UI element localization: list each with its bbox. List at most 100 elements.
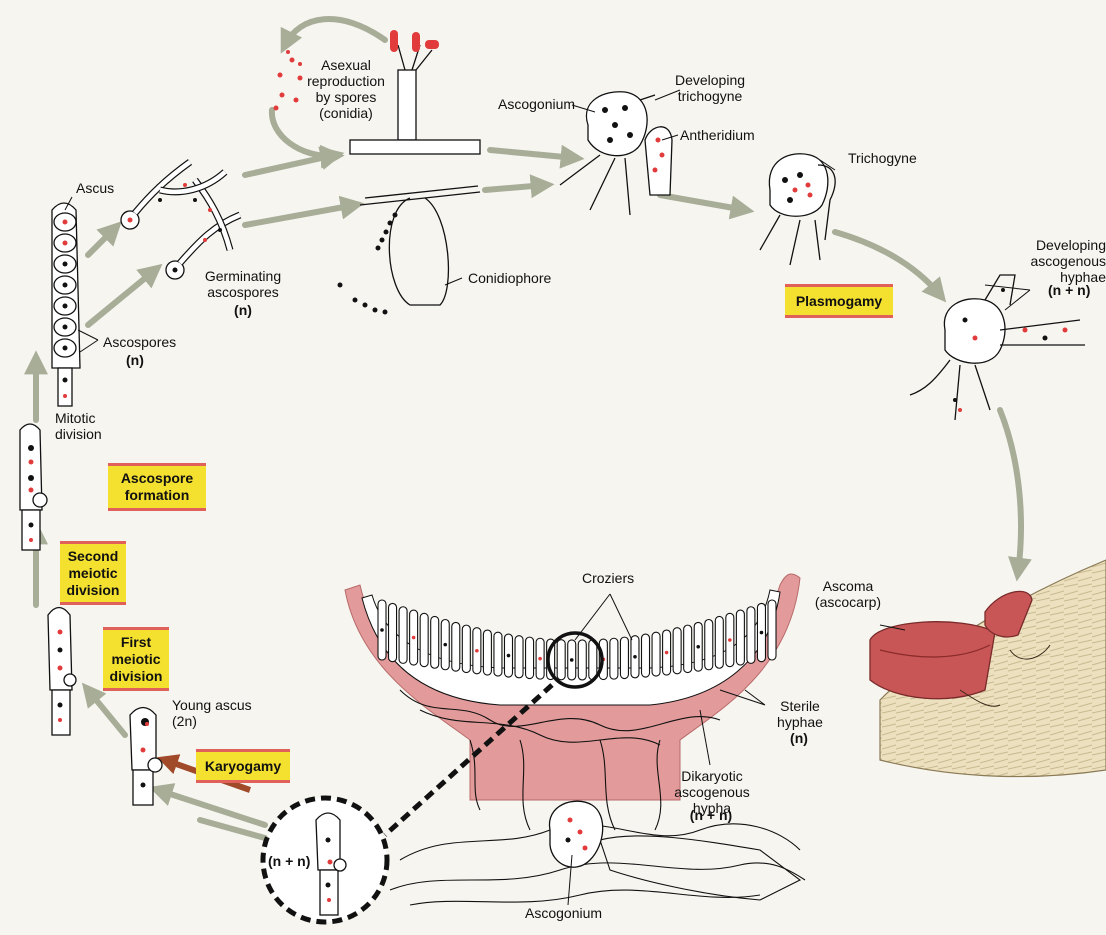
stage-second-meiotic: Second meiotic division (60, 541, 126, 605)
young-ascus-nuclei (140, 718, 149, 788)
paraphysis (451, 621, 461, 672)
paraphysis (767, 599, 777, 661)
paraphysis-nucleus (633, 654, 637, 659)
paraphysis-nucleus (475, 648, 479, 653)
zoom-connector (383, 683, 554, 837)
croziers-pointer (574, 593, 633, 641)
circle-to-ascus-arrow-1 (148, 783, 268, 828)
ascogonium-bottom-drawing (548, 800, 604, 868)
label-ascus: Ascus (76, 180, 115, 196)
label-n-ascospores: (n) (126, 352, 144, 368)
ascus-to-spores-arrow-1 (85, 221, 122, 258)
stage-plasmogamy: Plasmogamy (785, 284, 893, 318)
mitotic-nuclei (28, 445, 34, 542)
paraphysis (714, 615, 724, 669)
paraphysis (430, 615, 440, 669)
label-germinating: Germinating ascospores (204, 268, 282, 300)
dikaryotic-pointer (699, 709, 711, 766)
label-n-germ: (n) (234, 302, 252, 318)
label-antheridium: Antheridium (680, 127, 755, 143)
paraphysis (556, 639, 566, 681)
label-conidiophore: Conidiophore (468, 270, 552, 286)
stage-first-meiotic: First meiotic division (103, 627, 169, 691)
label-young-ascus: Young ascus (2n) (172, 697, 252, 729)
paraphysis-nucleus (664, 650, 669, 655)
paraphysis-nucleus (506, 653, 511, 658)
germ-to-conidiophore-arrow (242, 195, 365, 228)
germinating-ascospores (120, 159, 242, 280)
ascoma-on-bark (869, 559, 1106, 778)
conidiophore-pointer (444, 277, 463, 286)
paraphysis (588, 639, 598, 681)
paraphysis (609, 637, 619, 680)
asexual-arc-arrow (280, 16, 388, 54)
paraphysis (461, 624, 471, 674)
crozier-zoom-circle (546, 631, 604, 689)
label-ascogonium-top: Ascogonium (498, 96, 576, 112)
germinating-nuclei (127, 183, 222, 273)
label-sterile: Sterile hyphae (777, 698, 823, 730)
paraphysis (651, 631, 661, 677)
to-ascogonium-arrow-1 (487, 144, 585, 169)
paraphysis-nucleus (538, 656, 542, 661)
trichogyne-pointer (819, 159, 836, 171)
plasmogamy-arrow (832, 229, 947, 303)
label-ascoma: Ascoma (ascocarp) (814, 578, 882, 610)
ascospores-pointer (77, 329, 99, 353)
paraphysis (672, 627, 682, 675)
zoom-nuclei (325, 837, 333, 902)
paraphysis (398, 606, 408, 664)
ascogonium-top-nuclei (602, 105, 665, 173)
paraphysis (683, 624, 693, 674)
ascoma-pointer (879, 624, 906, 631)
paraphysis (704, 618, 714, 671)
label-ascospores: Ascospores (103, 334, 177, 350)
to-trichogyne-arrow (657, 192, 755, 220)
trichogyne-nuclei (782, 172, 813, 203)
paraphysis-nucleus (728, 638, 732, 642)
label-croziers: Croziers (582, 570, 635, 586)
second-meiotic-cell (47, 606, 77, 736)
paraphysis-nucleus (443, 642, 448, 647)
label-asexual-text: Asexual reproduction by spores (conidia) (307, 57, 385, 121)
label-developing-trichogyne: Developing trichogyne (674, 72, 746, 104)
paraphysis (493, 631, 503, 677)
paraphysis (577, 639, 587, 681)
ascogonium-bottom-pointer (567, 854, 573, 906)
paraphysis (746, 606, 756, 664)
paraphysis-nucleus (696, 644, 701, 649)
label-n-sterile: (n) (790, 730, 808, 746)
label-asexual: Asexual reproduction by spores (conidia) (306, 57, 386, 121)
paraphysis (640, 633, 651, 678)
ascogenous-nuclei (953, 288, 1068, 412)
trichogyne-top-pointer (654, 89, 681, 101)
young-ascus-cell (129, 706, 163, 806)
trichogyne-drawing (759, 153, 836, 266)
ascus-pointer (64, 196, 73, 211)
paraphysis-nucleus (411, 635, 416, 640)
label-n-plus-n-top: (n + n) (1048, 282, 1091, 298)
paraphysis (735, 609, 745, 666)
paraphysis (419, 612, 429, 668)
ascus-nuclei (62, 219, 68, 398)
to-ascoma-arrow (997, 407, 1032, 582)
conidiophore-drawing (359, 185, 481, 306)
stage-karyogamy: Karyogamy (196, 749, 290, 783)
ascocarp-tangle (389, 689, 806, 906)
germ-to-conidia-arrow (242, 146, 345, 178)
first-meiotic-arrow (81, 682, 128, 738)
ascogonium-bottom-nuclei (565, 817, 588, 851)
circle-to-ascus-arrow-2 (197, 817, 268, 841)
antheridium-pointer (661, 134, 679, 141)
label-n-plus-n-circle: (n + n) (268, 853, 311, 869)
second-meiotic-nuclei (57, 629, 63, 722)
label-developing-ascogenous: Developing ascogenous hyphae (1030, 237, 1106, 285)
paraphysis-nucleus (759, 630, 764, 635)
mitotic-cell (19, 423, 48, 551)
developing-hyphae-pointer (984, 284, 1031, 311)
ascogenous-hyphae-drawing (909, 274, 1085, 421)
label-mitotic: Mitotic division (55, 410, 102, 442)
label-trichogyne: Trichogyne (848, 150, 917, 166)
